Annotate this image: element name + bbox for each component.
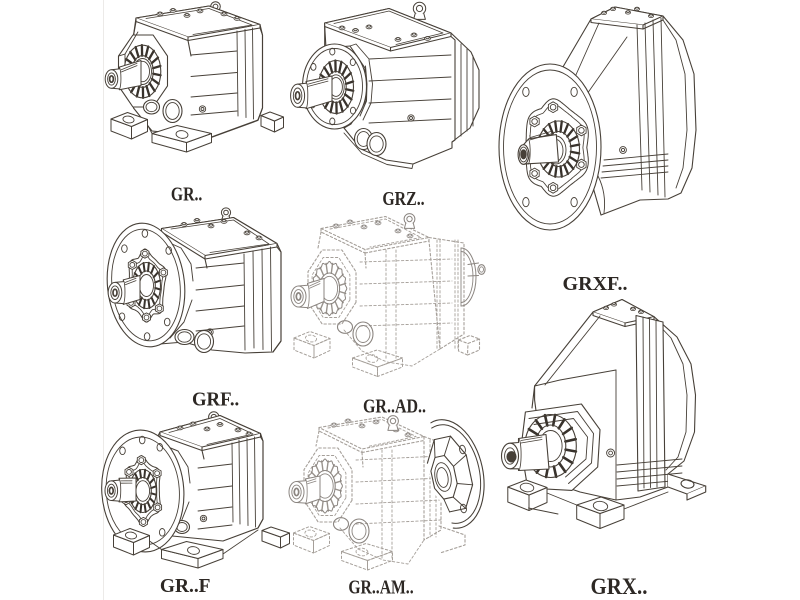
svg-text:GR..AM..: GR..AM.. [348, 577, 413, 599]
svg-text:GRXF..: GRXF.. [563, 273, 628, 295]
svg-text:GR..F: GR..F [160, 575, 211, 597]
svg-text:GRF..: GRF.. [192, 389, 239, 411]
svg-text:GR..: GR.. [171, 184, 203, 206]
svg-text:GRZ..: GRZ.. [382, 188, 424, 210]
svg-text:GR..AD..: GR..AD.. [363, 395, 426, 417]
svg-text:GRX..: GRX.. [591, 574, 648, 600]
